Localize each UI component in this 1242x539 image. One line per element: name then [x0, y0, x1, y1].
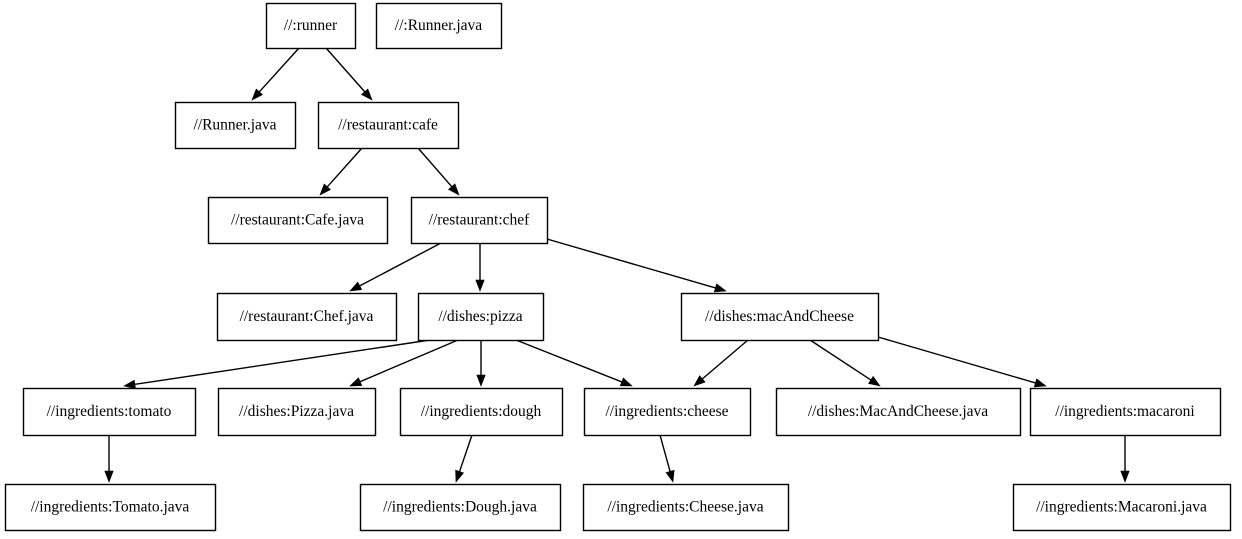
node-label-restaurant_cafe: //restaurant:cafe [338, 117, 438, 134]
node-restaurant_cafe[interactable]: //restaurant:cafe [317, 101, 460, 150]
node-box-chef_java[interactable] [216, 292, 398, 342]
node-box-dough_java[interactable] [359, 483, 562, 532]
edges-layer [104, 47, 1130, 483]
node-restaurant_chef[interactable]: //restaurant:chef [410, 196, 549, 245]
nodes-layer: //:runner //:Runner.java //Runner.java //re… [4, 2, 1232, 532]
node-label-restaurant_chef: //restaurant:chef [429, 212, 531, 229]
node-root_runner_java[interactable]: //:Runner.java [375, 2, 503, 50]
node-runner[interactable]: //:runner [265, 2, 357, 50]
node-mac_java[interactable]: //dishes:MacAndCheese.java [775, 387, 1022, 437]
node-label-ing_tomato: //ingredients:tomato [47, 403, 172, 420]
edge-ing_tomato-to-tomato_java [104, 435, 114, 483]
node-pizza_java[interactable]: //dishes:Pizza.java [217, 387, 377, 437]
node-ing_tomato[interactable]: //ingredients:tomato [22, 387, 197, 437]
node-box-dishes_mac[interactable] [680, 292, 880, 342]
node-label-tomato_java: //ingredients:Tomato.java [31, 499, 190, 516]
node-cheese_java[interactable]: //ingredients:Cheese.java [582, 483, 790, 532]
node-label-dishes_mac: //dishes:macAndCheese [705, 308, 854, 325]
edge-ing_dough-to-dough_java [455, 434, 473, 483]
node-label-runner_java: //Runner.java [193, 117, 276, 134]
node-label-root_runner_java: //:Runner.java [395, 17, 483, 34]
edge-restaurant_chef-to-dishes_mac [546, 238, 727, 293]
node-label-cafe_java: //restaurant:Cafe.java [231, 212, 364, 229]
node-dishes_mac[interactable]: //dishes:macAndCheese [680, 292, 880, 342]
node-ing_cheese[interactable]: //ingredients:cheese [583, 387, 752, 437]
edge-dishes_mac-to-ing_cheese [693, 339, 749, 387]
edge-ing_cheese-to-cheese_java [659, 434, 675, 483]
edge-dishes_pizza-to-ing_tomato [123, 339, 431, 389]
node-label-dough_java: //ingredients:Dough.java [383, 499, 537, 516]
node-box-restaurant_chef[interactable] [410, 196, 549, 245]
node-tomato_java[interactable]: //ingredients:Tomato.java [4, 483, 217, 532]
node-box-ing_macaroni[interactable] [1029, 387, 1222, 437]
node-box-macaroni_java[interactable] [1012, 483, 1232, 532]
edge-dishes_mac-to-mac_java [809, 339, 881, 387]
edge-dishes_pizza-to-pizza_java [349, 339, 459, 387]
node-dishes_pizza[interactable]: //dishes:pizza [417, 292, 545, 342]
node-box-dishes_pizza[interactable] [417, 292, 545, 342]
node-macaroni_java[interactable]: //ingredients:Macaroni.java [1012, 483, 1232, 532]
node-label-pizza_java: //dishes:Pizza.java [239, 403, 354, 420]
node-label-chef_java: //restaurant:Chef.java [240, 308, 374, 325]
node-box-runner_java[interactable] [174, 101, 297, 150]
node-ing_macaroni[interactable]: //ingredients:macaroni [1029, 387, 1222, 437]
node-box-ing_tomato[interactable] [22, 387, 197, 437]
node-box-ing_dough[interactable] [399, 387, 564, 437]
node-label-ing_cheese: //ingredients:cheese [605, 403, 728, 420]
edge-runner-to-restaurant_cafe [325, 47, 373, 101]
node-label-ing_macaroni: //ingredients:macaroni [1055, 403, 1195, 420]
node-label-ing_dough: //ingredients:dough [421, 403, 542, 420]
node-label-dishes_pizza: //dishes:pizza [438, 308, 522, 325]
edge-restaurant_cafe-to-cafe_java [319, 147, 363, 196]
node-box-pizza_java[interactable] [217, 387, 377, 437]
node-box-tomato_java[interactable] [4, 483, 217, 532]
edge-restaurant_cafe-to-restaurant_chef [417, 147, 460, 196]
edge-restaurant_chef-to-dishes_pizza [475, 243, 485, 292]
edge-dishes_pizza-to-ing_dough [476, 340, 486, 387]
node-chef_java[interactable]: //restaurant:Chef.java [216, 292, 398, 342]
node-box-restaurant_cafe[interactable] [317, 101, 460, 150]
edge-dishes_pizza-to-ing_cheese [515, 339, 633, 387]
node-ing_dough[interactable]: //ingredients:dough [399, 387, 564, 437]
node-box-ing_cheese[interactable] [583, 387, 752, 437]
node-box-cafe_java[interactable] [207, 196, 389, 245]
node-label-cheese_java: //ingredients:Cheese.java [607, 499, 763, 516]
edge-dishes_mac-to-ing_macaroni [877, 336, 1047, 388]
node-box-root_runner_java[interactable] [375, 2, 503, 50]
node-runner_java[interactable]: //Runner.java [174, 101, 297, 150]
edge-ing_macaroni-to-macaroni_java [1120, 435, 1130, 483]
node-box-cheese_java[interactable] [582, 483, 790, 532]
edge-restaurant_chef-to-chef_java [349, 242, 442, 292]
node-label-macaroni_java: //ingredients:Macaroni.java [1036, 499, 1207, 516]
node-label-mac_java: //dishes:MacAndCheese.java [808, 403, 988, 420]
node-box-mac_java[interactable] [775, 387, 1022, 437]
node-box-runner[interactable] [265, 2, 357, 50]
edge-runner-to-runner_java [251, 47, 300, 101]
node-label-runner: //:runner [284, 17, 338, 34]
node-cafe_java[interactable]: //restaurant:Cafe.java [207, 196, 389, 245]
node-dough_java[interactable]: //ingredients:Dough.java [359, 483, 562, 532]
